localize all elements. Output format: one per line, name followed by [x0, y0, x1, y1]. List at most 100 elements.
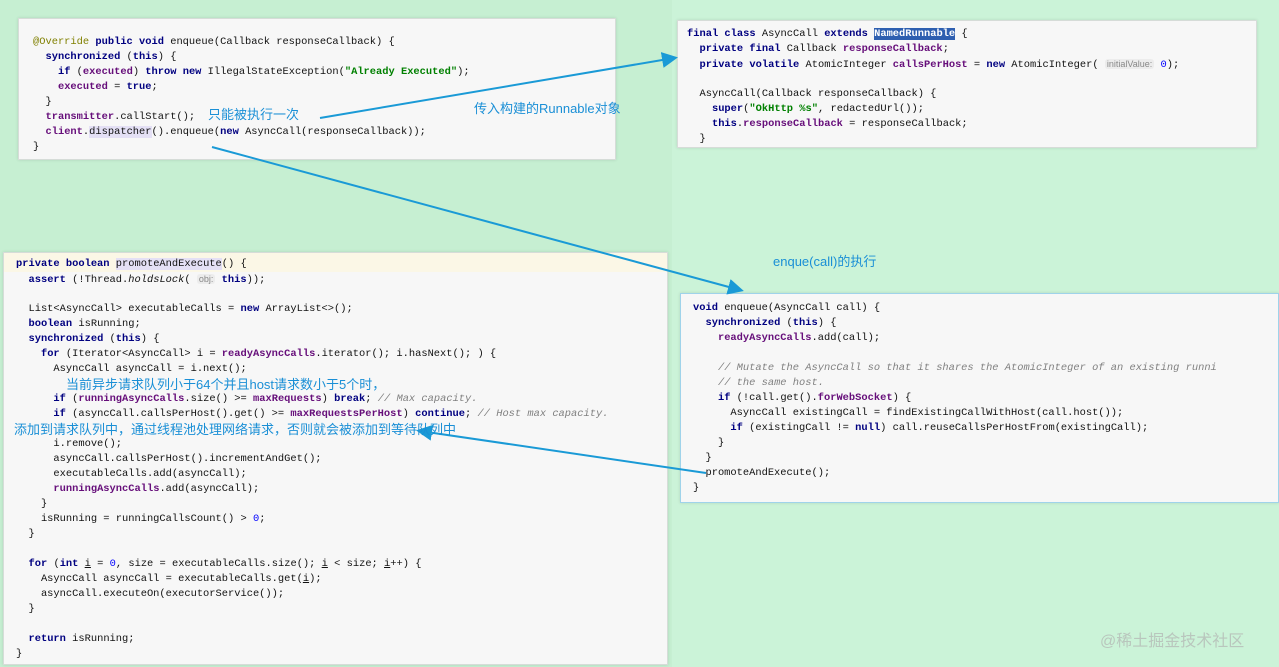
code-token: .size() >= — [184, 393, 253, 405]
code-line: asyncCall.callsPerHost().incrementAndGet… — [16, 452, 667, 467]
code-token: responseCallback — [743, 118, 843, 130]
code-token: ( — [47, 558, 60, 570]
code-token: if — [53, 408, 66, 420]
code-token: executed — [57, 81, 108, 93]
code-token: ; — [465, 408, 478, 420]
code-token: ( — [780, 317, 793, 329]
code-token: { — [955, 28, 968, 40]
code-token: } — [33, 96, 52, 108]
code-token: "Already Executed" — [344, 66, 458, 78]
code-token: ) { — [892, 392, 912, 404]
code-token: null — [855, 422, 881, 434]
code-token: AsyncCall existingCall = findExistingCal… — [693, 407, 1124, 419]
code-token: } — [693, 452, 712, 464]
code-token: AsyncCall asyncCall = executableCalls.ge… — [16, 573, 303, 585]
code-token: (asyncCall.callsPerHost().get() >= — [65, 408, 291, 420]
code-token: int — [59, 558, 79, 570]
code-line: if (asyncCall.callsPerHost().get() >= ma… — [16, 407, 667, 422]
code-line: if (runningAsyncCalls.size() >= maxReque… — [16, 392, 667, 407]
code-token: . — [82, 126, 90, 138]
code-token: = — [967, 59, 987, 71]
code-token: ().enqueue( — [151, 126, 221, 138]
code-token: List<AsyncCall> executableCalls = — [16, 303, 241, 315]
code-token: , size = executableCalls.size(); — [115, 558, 322, 570]
code-line: promoteAndExecute(); — [693, 466, 1278, 481]
code-token — [16, 274, 28, 286]
code-token: this — [221, 274, 247, 286]
code-token: isRunning; — [72, 318, 141, 330]
code-token — [16, 408, 53, 420]
code-token: break — [334, 393, 366, 405]
code-token: ( — [743, 103, 750, 115]
code-token: 0 — [1160, 59, 1167, 71]
code-token: Callback — [780, 43, 843, 55]
code-token: synchronized — [45, 51, 121, 63]
code-token: } — [687, 133, 706, 145]
code-token: ( — [70, 66, 83, 78]
code-line: } — [693, 481, 1278, 496]
code-line: } — [16, 527, 667, 542]
code-line: // the same host. — [693, 376, 1278, 391]
code-line: private final Callback responseCallback; — [687, 42, 1256, 57]
code-token: synchronized — [705, 317, 781, 329]
code-token: i.remove(); — [16, 438, 123, 450]
code-token — [693, 422, 730, 434]
code-line: client.dispatcher().enqueue(new AsyncCal… — [33, 125, 615, 140]
code-token: ( — [184, 274, 197, 286]
code-token — [687, 118, 712, 130]
code-token: transmitter — [45, 111, 115, 123]
code-token: (!call.get(). — [730, 392, 818, 404]
code-token: () { — [221, 258, 247, 270]
code-line: private boolean promoteAndExecute() { — [16, 257, 667, 272]
code-token: enqueue(Callback responseCallback) { — [163, 36, 395, 48]
code-token: ) — [132, 66, 146, 78]
code-token — [693, 317, 705, 329]
code-token: this — [132, 51, 158, 63]
code-token: private volatile — [699, 59, 800, 71]
code-line: assert (!Thread.holdsLock( obj: this)); — [16, 272, 667, 287]
code-line: AsyncCall existingCall = findExistingCal… — [693, 406, 1278, 421]
code-token — [16, 633, 28, 645]
code-token: i — [84, 558, 91, 570]
code-token: executableCalls.add(asyncCall); — [16, 468, 247, 480]
code-token: executed — [82, 66, 133, 78]
code-token: 0 — [252, 513, 260, 525]
annotation-executed-once: 只能被执行一次 — [208, 107, 300, 122]
code-token: AsyncCall — [755, 28, 825, 40]
annotation-add-to-queue: 添加到请求队列中，通过线程池处理网络请求，否则就会被添加到等待队列中 — [14, 422, 457, 437]
code-token: for — [40, 348, 60, 360]
code-line: } — [687, 132, 1256, 147]
code-token — [16, 483, 53, 495]
code-line: for (int i = 0, size = executableCalls.s… — [16, 557, 667, 572]
code-token: = responseCallback; — [842, 118, 968, 130]
code-token: (Iterator<AsyncCall> i = — [59, 348, 222, 360]
code-token: = — [90, 558, 110, 570]
code-token: } — [693, 482, 700, 494]
code-line: } — [693, 451, 1278, 466]
code-token: responseCallback — [842, 43, 943, 55]
code-token: maxRequests — [253, 393, 322, 405]
code-token: .add(call); — [811, 332, 881, 344]
code-token — [16, 558, 28, 570]
code-token: asyncCall.callsPerHost().incrementAndGet… — [16, 453, 322, 465]
code-line: } — [693, 436, 1278, 451]
code-token: "OkHttp %s" — [749, 103, 818, 115]
code-token: } — [693, 437, 725, 449]
code-token: holdsLock — [128, 274, 185, 286]
code-token: ) { — [140, 333, 160, 345]
code-line: runningAsyncCalls.add(asyncCall); — [16, 482, 667, 497]
code-line: if (existingCall != null) call.reuseCall… — [693, 421, 1278, 436]
code-token: . — [736, 118, 744, 130]
code-token: i — [302, 573, 310, 585]
code-panel-promote-and-execute: private boolean promoteAndExecute() { as… — [3, 252, 668, 665]
code-token: ArrayList<>(); — [259, 303, 353, 315]
code-line: // Mutate the AsyncCall so that it share… — [693, 361, 1278, 376]
code-token — [687, 103, 712, 115]
code-line: asyncCall.executeOn(executorService()); — [16, 587, 667, 602]
code-token: runningAsyncCalls — [53, 483, 160, 495]
code-token: if — [53, 393, 66, 405]
code-token — [33, 66, 58, 78]
code-line: isRunning = runningCallsCount() > 0; — [16, 512, 667, 527]
code-token: ; — [151, 81, 158, 93]
code-panel-async-call-class: final class AsyncCall extends NamedRunna… — [677, 20, 1257, 148]
